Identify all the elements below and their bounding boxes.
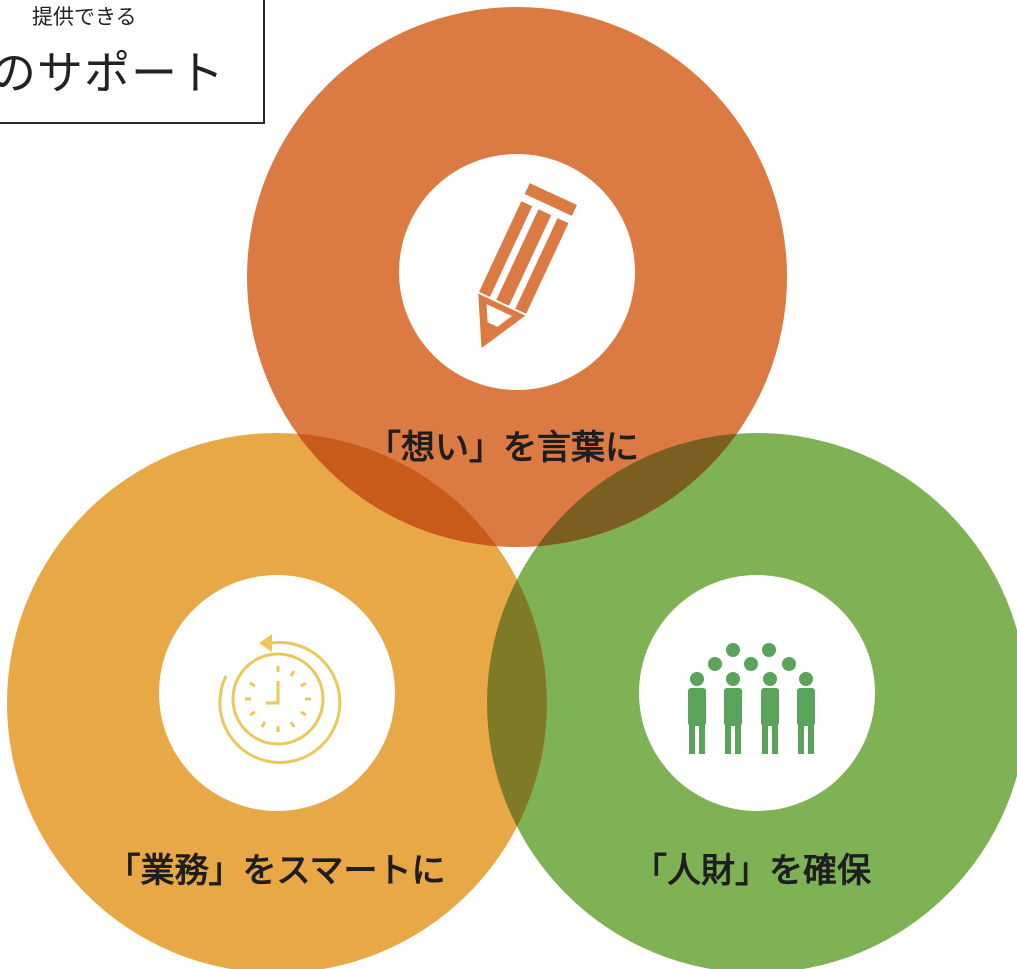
label-business: 「業務」をスマートに [106, 851, 446, 891]
title-box: 提供できる のサポート [0, 0, 265, 124]
title-subtitle: 提供できる [32, 5, 137, 29]
label-talent: 「人財」を確保 [633, 851, 871, 891]
people-group-icon [688, 643, 815, 754]
pencil-icon [478, 183, 577, 349]
icon-circle-talent [639, 575, 875, 811]
label-words: 「想い」を言葉に [367, 428, 639, 468]
clock-refresh-icon [218, 634, 342, 764]
title-heading: のサポート [0, 46, 225, 100]
